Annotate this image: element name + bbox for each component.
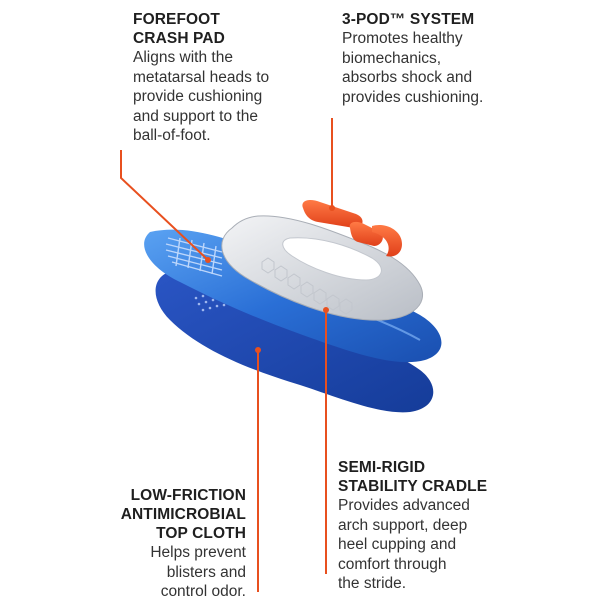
callout-top-cloth: LOW-FRICTION ANTIMICROBIAL TOP CLOTH Hel… xyxy=(60,486,246,602)
three-pod-heading: 3-POD™ SYSTEM xyxy=(342,11,475,28)
callout-stability-cradle: SEMI-RIGID STABILITY CRADLE Provides adv… xyxy=(338,458,588,594)
cradle-heading: SEMI-RIGID STABILITY CRADLE xyxy=(338,459,488,495)
forefoot-ribbing xyxy=(165,237,223,277)
top-cloth-description: Helps prevent blisters and control odor. xyxy=(150,544,246,600)
stability-cradle-layer xyxy=(221,215,423,321)
three-pod-description: Promotes healthy biomechanics, absorbs s… xyxy=(342,30,484,106)
cradle-description: Provides advanced arch support, deep hee… xyxy=(338,497,470,592)
leader-endpoints xyxy=(205,205,335,353)
callout-forefoot-crash-pad: FOREFOOT CRASH PAD Aligns with the metat… xyxy=(133,10,333,146)
cradle-hex-pattern xyxy=(261,257,353,315)
top-cloth-heading: LOW-FRICTION ANTIMICROBIAL TOP CLOTH xyxy=(120,487,246,542)
forefoot-leader-line xyxy=(120,150,209,261)
callout-three-pod-system: 3-POD™ SYSTEM Promotes healthy biomechan… xyxy=(342,10,592,107)
three-pod-pads xyxy=(302,200,402,257)
callout-leader-lines xyxy=(120,118,333,592)
forefoot-heading: FOREFOOT CRASH PAD xyxy=(133,11,225,47)
forefoot-description: Aligns with the metatarsal heads to prov… xyxy=(133,49,270,144)
